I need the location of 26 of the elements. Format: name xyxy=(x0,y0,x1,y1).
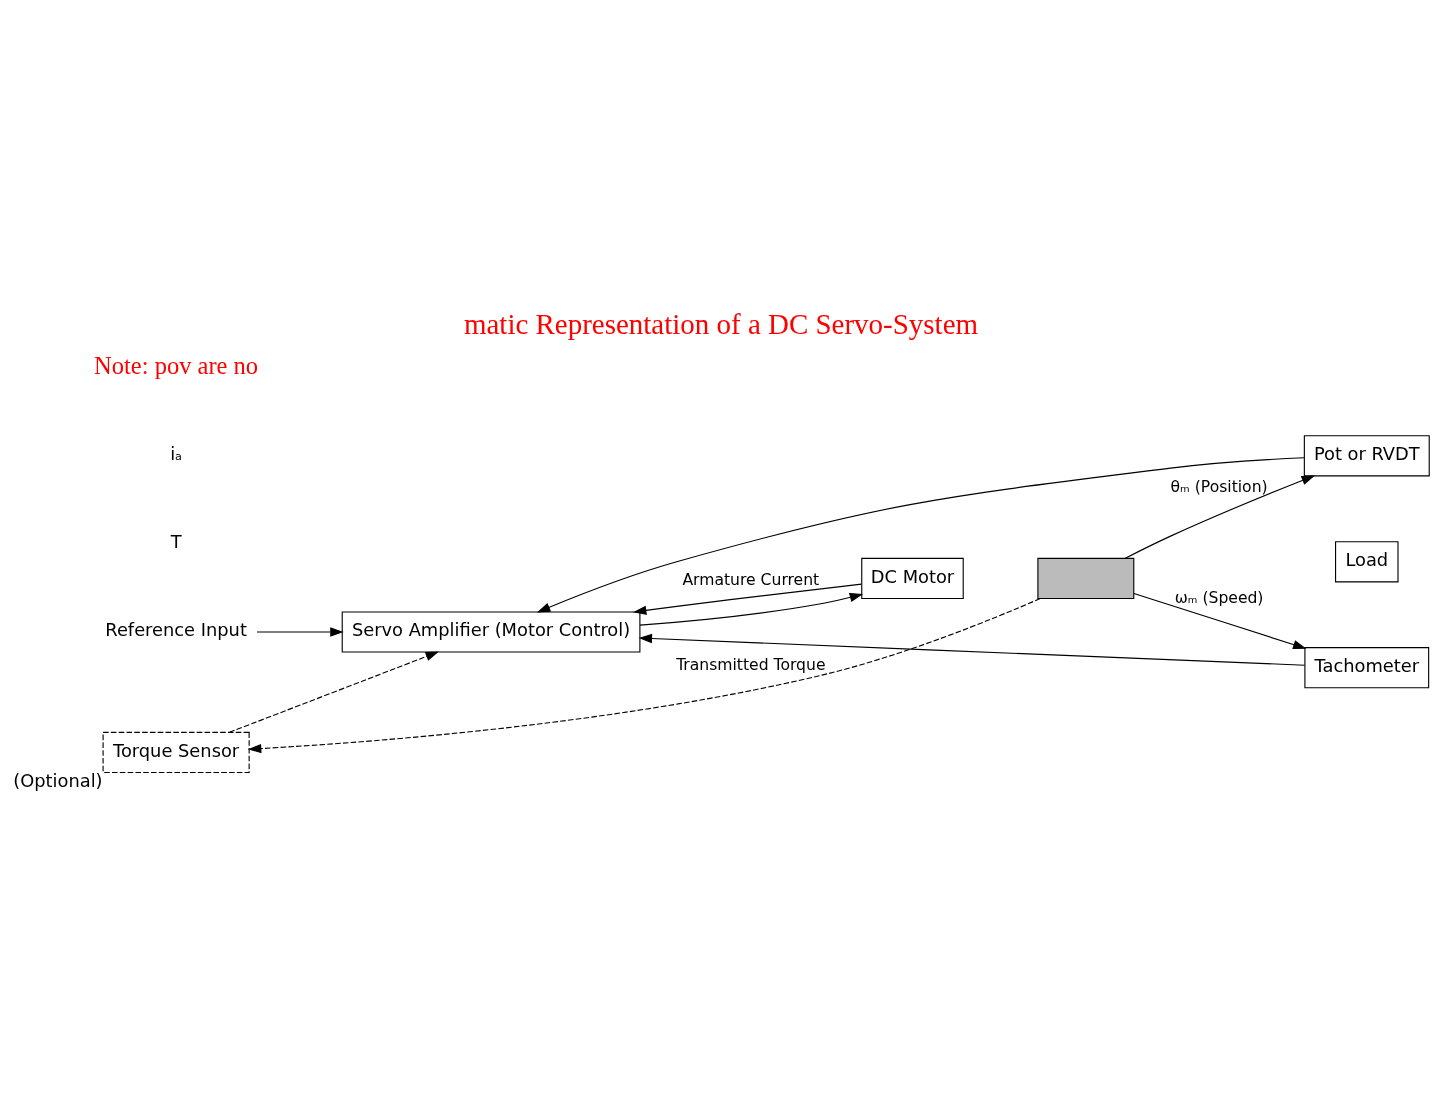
arrow xyxy=(229,651,439,733)
label: iₐ xyxy=(170,443,183,465)
arrow xyxy=(638,633,1306,666)
arrow xyxy=(633,583,862,615)
node-label: (Optional) xyxy=(13,769,103,791)
edge-label: Transmitted Torque xyxy=(676,656,826,675)
arrow xyxy=(247,598,1041,754)
node-box: Servo Amplifier (Motor Control) xyxy=(341,611,641,653)
node-box: DC Motor xyxy=(861,557,964,600)
arrow xyxy=(256,627,344,637)
edge-label: Armature Current xyxy=(682,571,820,590)
node-box: Torque Sensor xyxy=(102,731,250,774)
arrow xyxy=(1124,475,1315,559)
node-box: Tachometer xyxy=(1304,647,1430,689)
arrow xyxy=(1133,592,1307,650)
node-text: Reference Input xyxy=(105,619,247,641)
label: Note: pov are no xyxy=(94,352,259,380)
node-bar xyxy=(1037,557,1135,600)
node-box: Pot or RVDT xyxy=(1303,435,1430,477)
edge-label: θₘ (Position) xyxy=(1170,477,1268,496)
arrow xyxy=(639,592,864,626)
diagram-title: matic Representation of a DC Servo-System xyxy=(463,308,979,341)
arrow xyxy=(536,457,1305,613)
node-box: Load xyxy=(1335,541,1399,583)
edge-label: ωₘ (Speed) xyxy=(1174,589,1264,608)
label: T xyxy=(170,531,182,553)
